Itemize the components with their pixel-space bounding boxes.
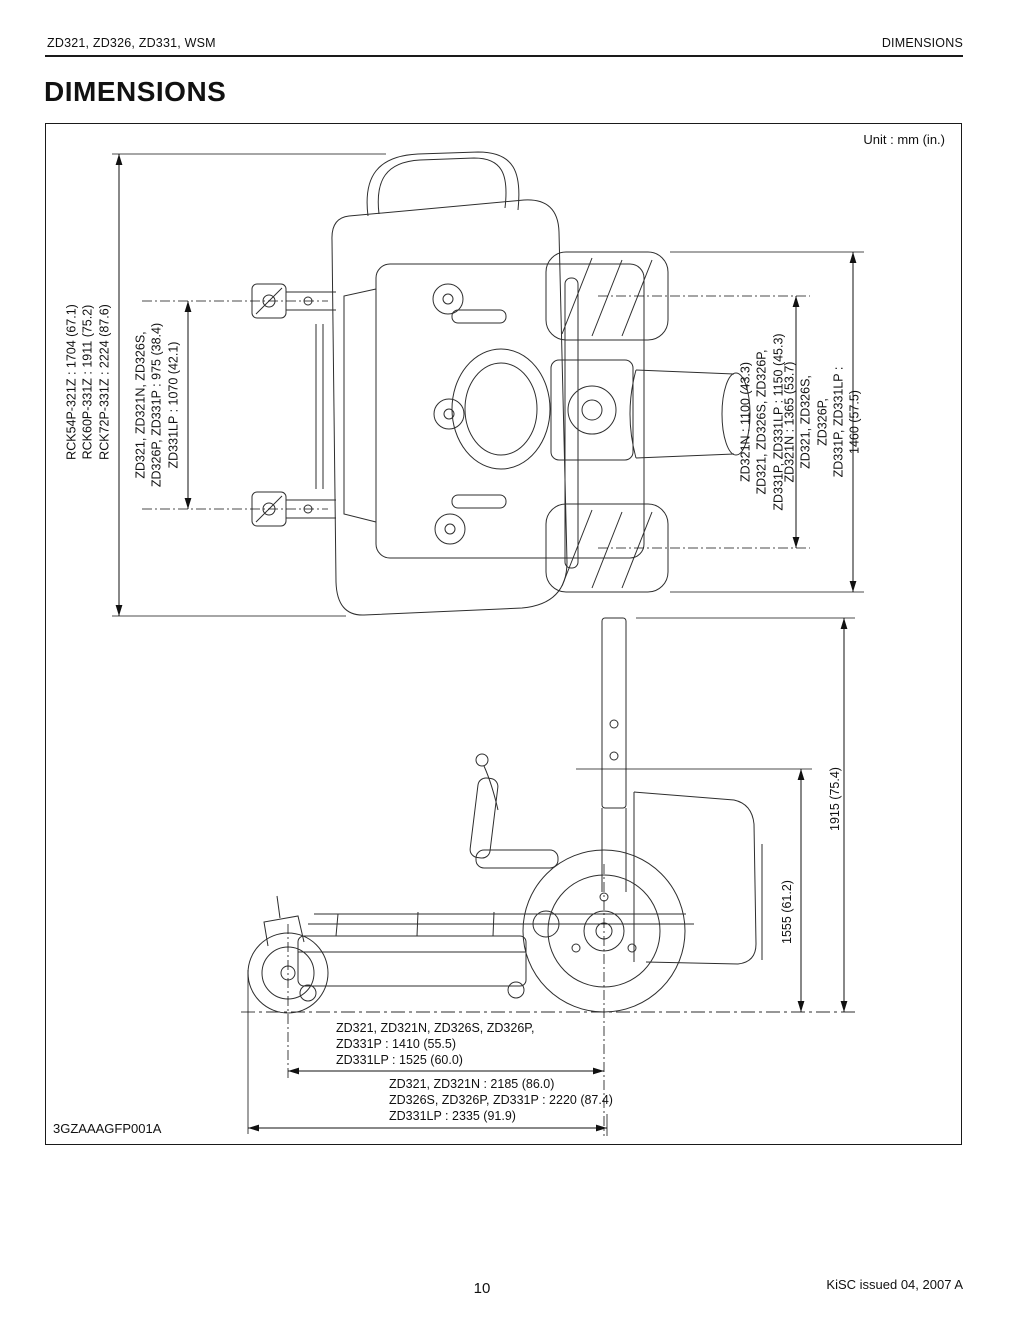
dim-seat-height-label: 1555 (61.2) <box>779 880 794 944</box>
dim-overall-length-label: ZD321, ZD321N : 2185 (86.0) ZD326S, ZD32… <box>389 1077 613 1123</box>
technical-drawing <box>112 151 864 1136</box>
header-left: ZD321, ZD326, ZD331, WSM <box>47 36 216 50</box>
dim-overall-deck-width-label: RCK54P-321Z : 1704 (67.1) RCK60P-331Z : … <box>64 304 112 460</box>
dim-wheelbase-label: ZD321, ZD321N, ZD326S, ZD326P, ZD331P : … <box>336 1021 535 1067</box>
unit-note: Unit : mm (in.) <box>863 132 945 147</box>
page-number: 10 <box>473 1280 491 1297</box>
figure-code: 3GZAAAGFP001A <box>53 1121 162 1136</box>
side-view-drawing <box>241 617 858 1014</box>
top-view-drawing <box>251 151 751 616</box>
header-rule <box>45 55 963 57</box>
header-right: DIMENSIONS <box>881 36 963 50</box>
dimensions-figure: Unit : mm (in.) RCK54P-321Z : 1704 (67.1… <box>45 123 962 1145</box>
footer-issue-note: KiSC issued 04, 2007 A <box>826 1277 963 1292</box>
page-title: DIMENSIONS <box>44 76 227 107</box>
dim-rear-overall-width-label: ZD321N : 1365 (53.7) ZD321, ZD326S, ZD32… <box>782 361 862 483</box>
dimension-lines <box>112 153 864 1136</box>
dim-front-tread-label: ZD321, ZD321N, ZD326S, ZD326P, ZD331P : … <box>133 322 181 488</box>
dim-overall-height-label: 1915 (75.4) <box>827 767 842 831</box>
dim-rear-tread-label: ZD321N : 1100 (43.3) ZD321, ZD326S, ZD32… <box>738 333 786 511</box>
